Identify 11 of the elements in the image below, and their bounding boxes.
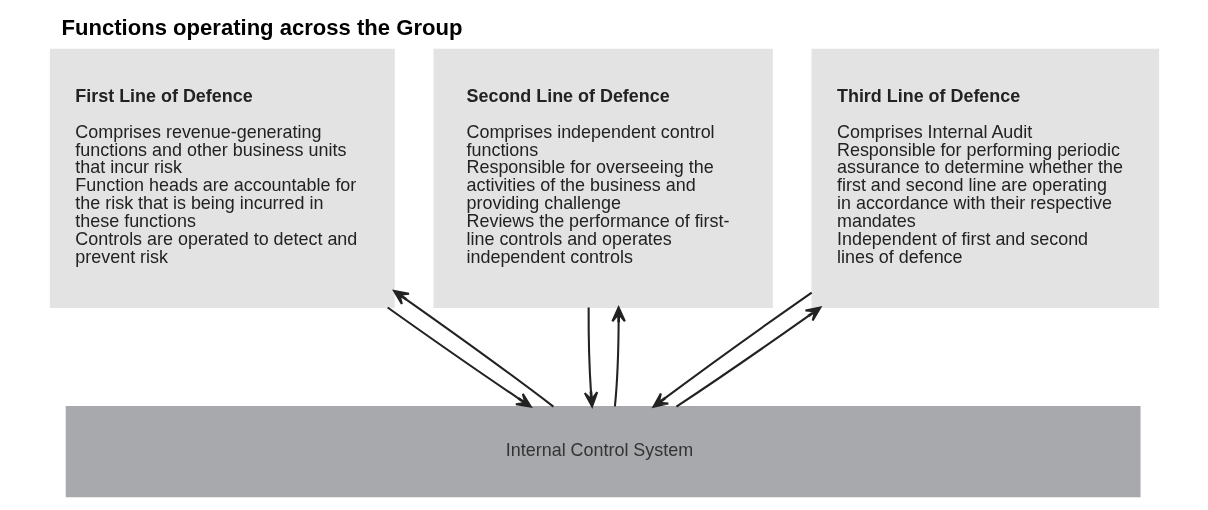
arrow: [386, 306, 532, 408]
node-box: Internal Control System: [65, 406, 1141, 498]
node-box: Second Line of Defence Comprises independent control functions Responsible for overseeing the activities of the business and providing challenge Reviews the performance of first-line controls and operates independent controls: [432, 48, 773, 309]
arrow: [610, 306, 626, 407]
node-box: First Line of Defence Comprises revenue-generating functions and other business units that incur risk Function heads are accountable for the risk that is being incurred in these functions Controls are operated to detect and prevent risk: [49, 48, 395, 309]
arrow: [652, 291, 812, 408]
arrow: [675, 306, 821, 408]
node-box: Third Line of Defence Comprises Internal Audit Responsible for performing periodic assurance to determine whether the first and second line are operating in accordance with their respective mandates Independent of first and second lines of defence: [810, 48, 1159, 309]
arrow: [583, 307, 598, 408]
diagram-title: Functions operating across the Group: [61, 15, 462, 41]
arrow: [392, 289, 554, 408]
